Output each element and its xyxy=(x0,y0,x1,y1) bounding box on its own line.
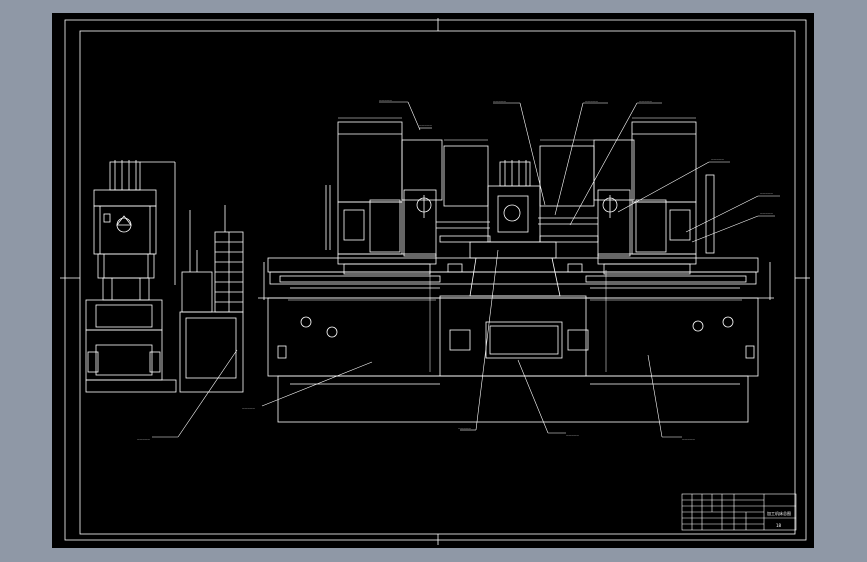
callout-text: ————— xyxy=(458,427,471,430)
callout-text: ————— xyxy=(639,100,652,103)
callout-text: ————— xyxy=(379,99,392,102)
dimension-lines xyxy=(288,117,742,372)
callout-text: ————— xyxy=(760,192,773,195)
callout-text: ————— xyxy=(682,438,695,441)
callout-text: ————— xyxy=(137,438,150,441)
callout-text: ————— xyxy=(585,100,598,103)
callout-text: ————— xyxy=(242,407,255,410)
callout-text: ————— xyxy=(760,212,773,215)
bed-rails xyxy=(279,275,747,289)
drawing-sheet xyxy=(52,13,814,548)
callout-texts: ————— ————— ————— ————— ————— ————— ————… xyxy=(137,99,773,441)
callout-text: ————— xyxy=(419,124,432,127)
callout-text: ————— xyxy=(566,434,579,437)
central-fixture xyxy=(443,145,595,297)
levelling-feet xyxy=(277,316,755,359)
sheet-label: 18 xyxy=(776,523,782,528)
inner-border xyxy=(79,30,796,535)
title-block xyxy=(681,493,797,531)
side-view-cabinet xyxy=(179,205,244,393)
leader-lines xyxy=(152,101,780,438)
callout-text: ————— xyxy=(711,158,724,161)
title-block-name: 加工机床总图 xyxy=(767,510,791,516)
left-headstock xyxy=(325,121,443,275)
spindle-shafts xyxy=(436,217,599,273)
side-view-column xyxy=(85,160,177,393)
centering-marks xyxy=(60,18,810,545)
outer-border xyxy=(64,19,807,541)
right-headstock xyxy=(593,121,715,275)
callout-text: ————— xyxy=(493,100,506,103)
